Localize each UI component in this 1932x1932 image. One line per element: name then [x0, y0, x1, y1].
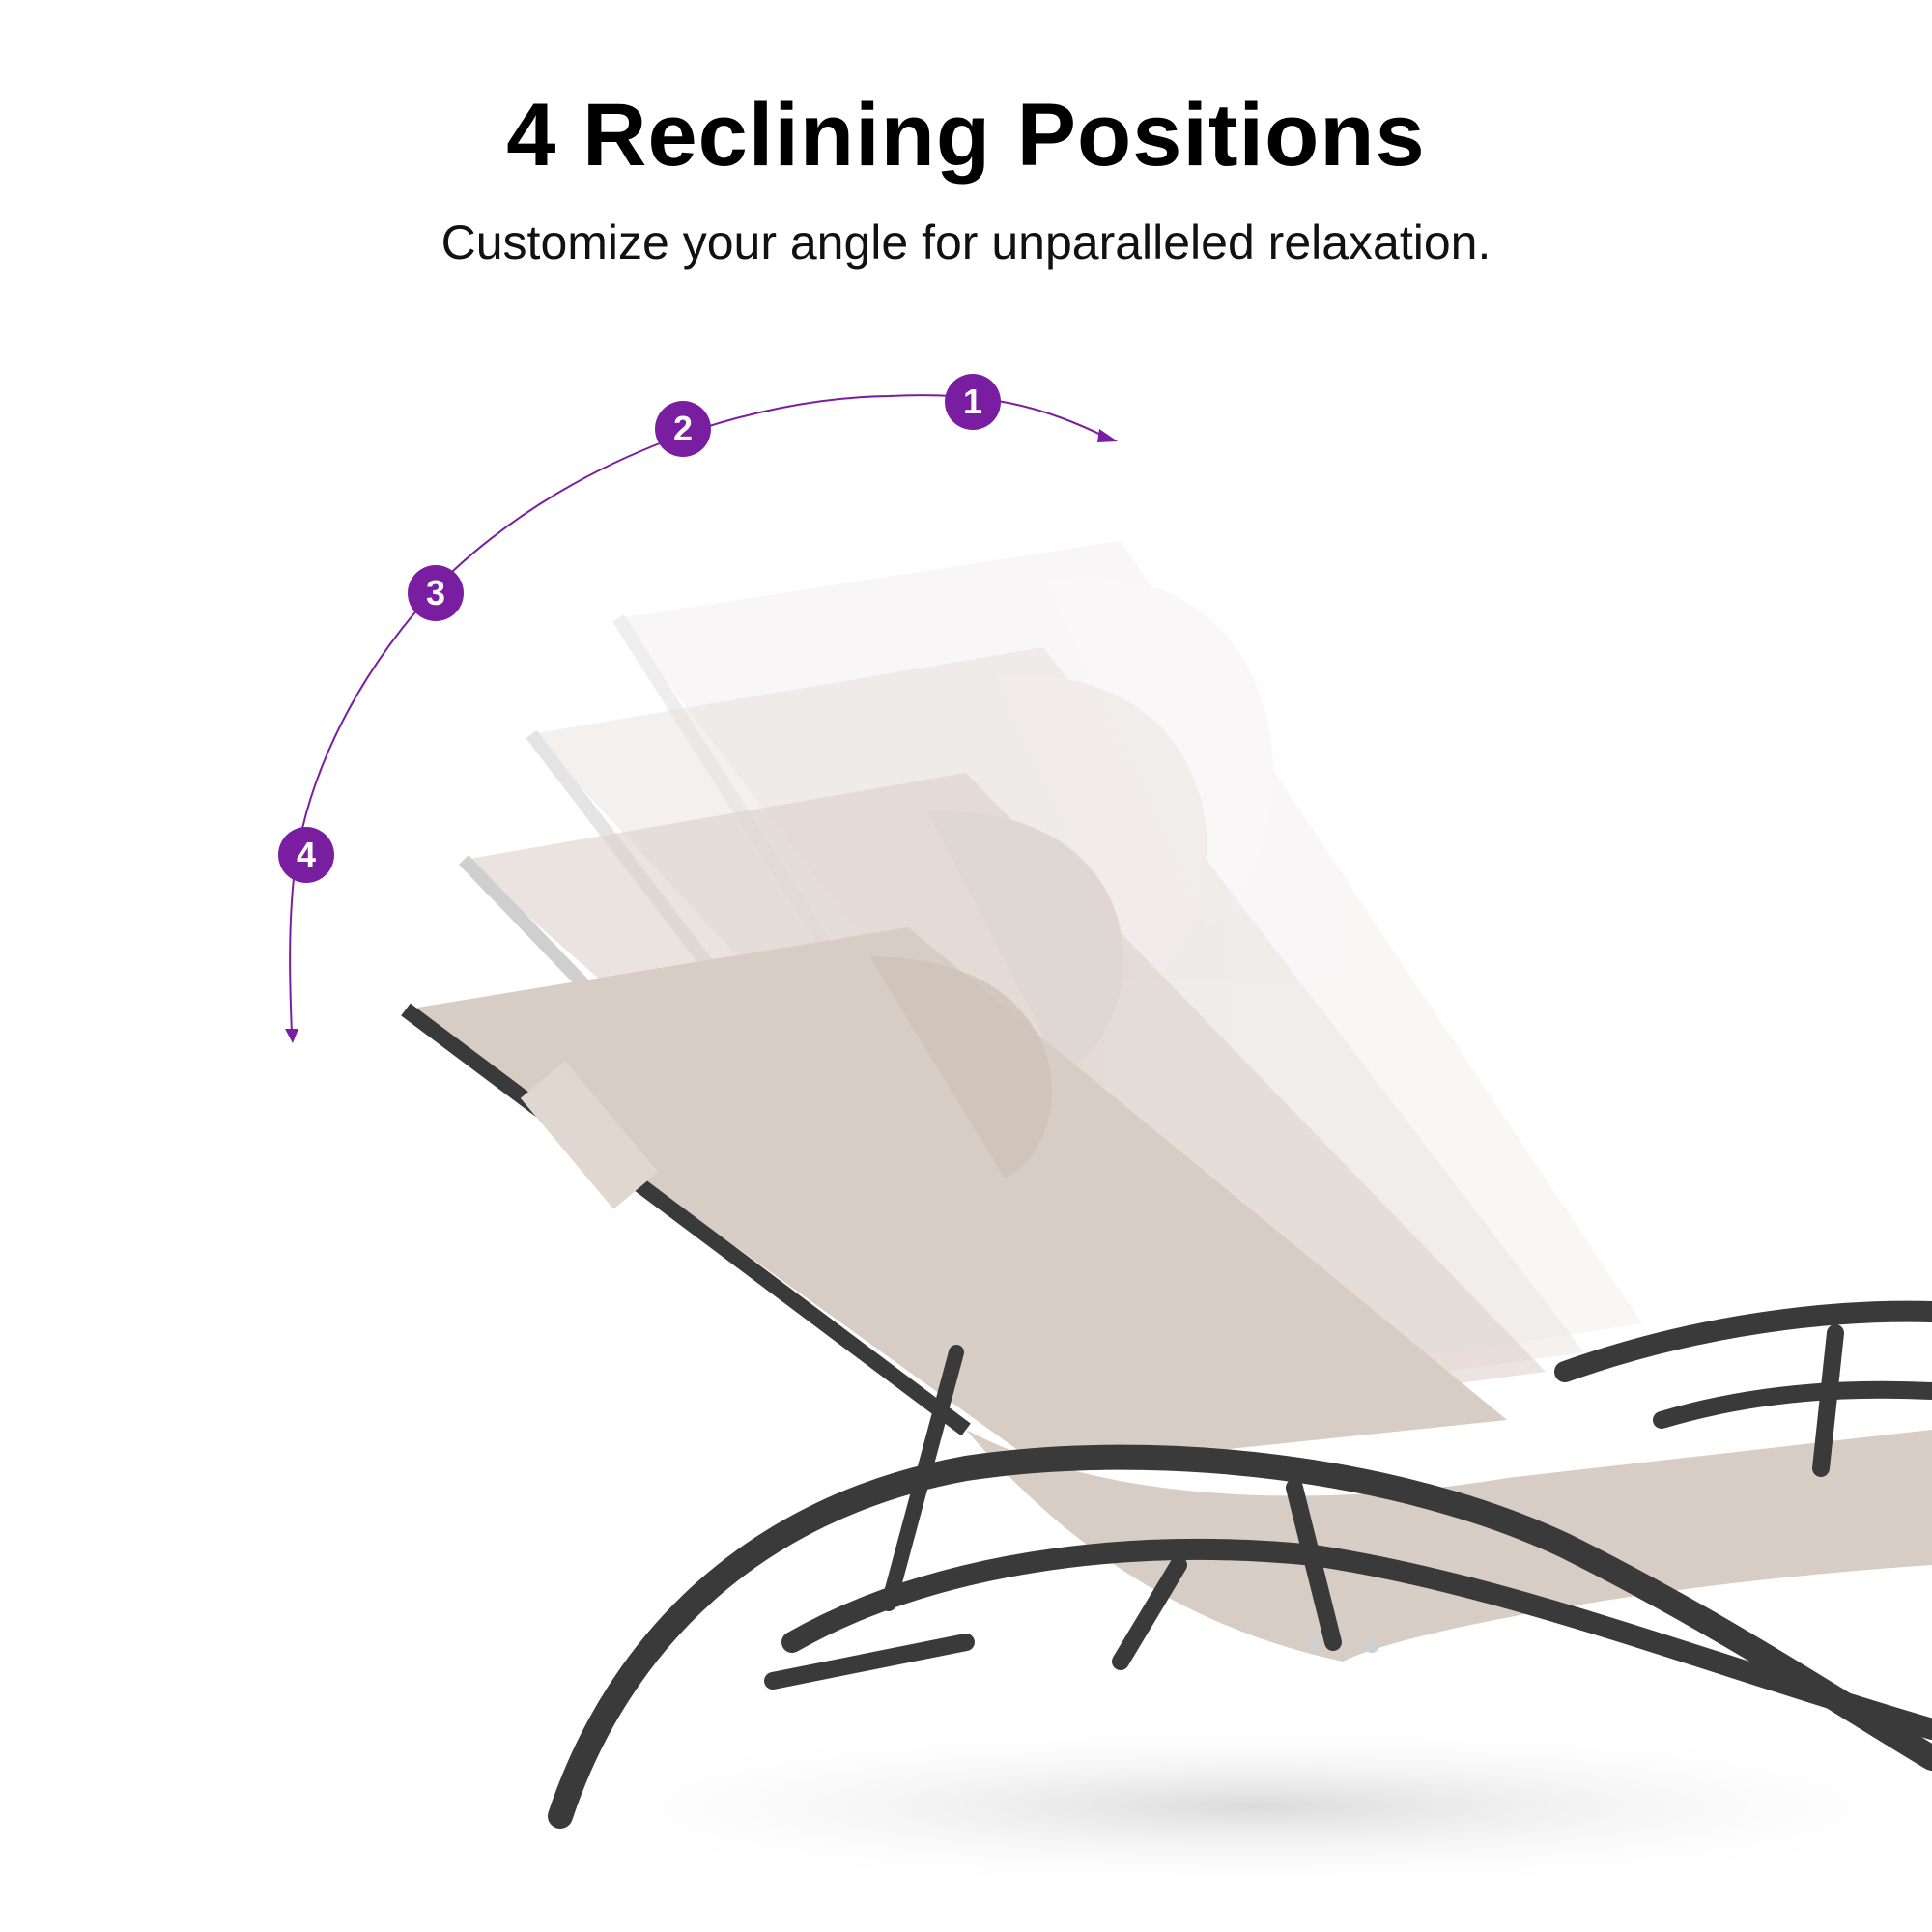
page-title: 4 Reclining Positions [506, 86, 1426, 185]
chair-frame [548, 1300, 1932, 1829]
backrest-position-4 [401, 927, 1507, 1468]
position-badge-2: 2 [655, 401, 711, 457]
position-badge-3: 3 [408, 565, 464, 621]
position-badge-4: 4 [278, 827, 334, 883]
page-subtitle: Customize your angle for unparalleled re… [440, 215, 1492, 270]
position-badge-1: 1 [945, 374, 1001, 430]
